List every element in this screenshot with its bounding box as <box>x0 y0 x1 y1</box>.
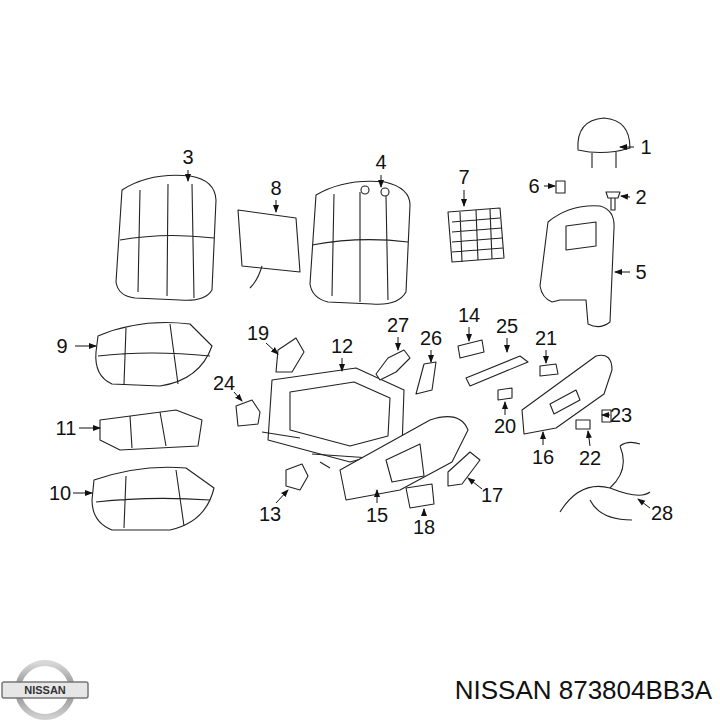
logo-text: NISSAN <box>24 685 66 696</box>
callout-number: 7 <box>458 167 469 187</box>
part-number: NISSAN 873804BB3A <box>455 677 712 703</box>
callout-number: 6 <box>528 176 539 196</box>
leader-lines <box>73 147 650 515</box>
callout-number: 26 <box>420 328 442 348</box>
callout-number: 20 <box>494 416 516 436</box>
callout-number: 23 <box>610 405 632 425</box>
callout-number: 12 <box>331 336 353 356</box>
brand-logo <box>2 663 88 717</box>
callout-number: 28 <box>651 503 673 523</box>
callout-number: 2 <box>635 187 646 207</box>
callout-number: 14 <box>458 305 480 325</box>
callout-number: 18 <box>413 517 435 537</box>
callout-number: 17 <box>481 485 503 505</box>
callout-number: 9 <box>56 336 67 356</box>
callout-number: 19 <box>247 323 269 343</box>
callout-number: 1 <box>640 137 651 157</box>
callout-number: 4 <box>375 152 386 172</box>
callout-number: 3 <box>182 147 193 167</box>
callout-number: 16 <box>532 447 554 467</box>
callout-number: 24 <box>213 373 235 393</box>
callout-number: 5 <box>635 262 646 282</box>
callout-number: 10 <box>49 483 71 503</box>
callout-number: 25 <box>496 316 518 336</box>
callout-number: 11 <box>56 418 77 438</box>
callout-number: 22 <box>579 448 601 468</box>
callout-number: 27 <box>387 315 409 335</box>
callout-number: 8 <box>270 178 281 198</box>
callout-number: 15 <box>366 505 388 525</box>
callout-number: 21 <box>535 328 557 348</box>
callout-number: 13 <box>259 504 281 524</box>
